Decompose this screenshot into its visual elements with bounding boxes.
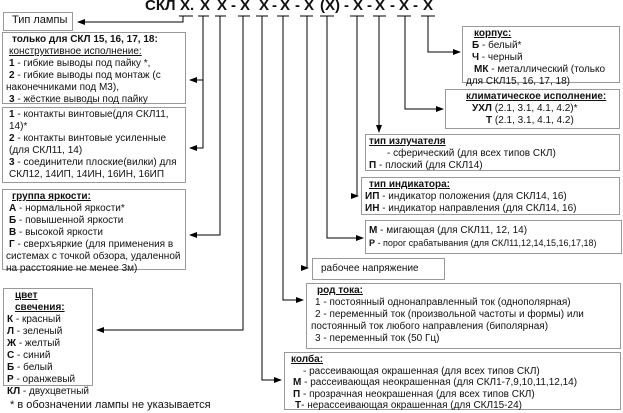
code-part: X: [217, 0, 228, 14]
code-part: X: [375, 0, 386, 14]
list-item: М - мигающая (для СКЛ11, 12, 14): [369, 225, 528, 236]
list-item: МК - металлический (только для СКЛ15, 16…: [466, 64, 606, 87]
list-item: 2 - переменный ток (произвольной частоты…: [311, 309, 584, 332]
list-item: 2 - гибкие выводы под монтаж (с наконечн…: [6, 70, 161, 93]
list-item: П - прозрачная неокрашенная (для всех ти…: [293, 388, 535, 400]
list-item: Г - сверхъяркие (для применения в систем…: [6, 239, 181, 274]
list-item: УХЛ (2.1, 3.1, 4.1, 4.2)*: [472, 103, 578, 114]
code-part: X.: [180, 0, 195, 14]
code-part: (X): [320, 0, 340, 14]
list-item: С - синий: [7, 350, 51, 361]
list-item: Т- нерассеивающая окрашенная (для СКЛ15-…: [295, 400, 522, 411]
lamp-type-box: Тип лампы: [3, 12, 73, 31]
code-part: -: [413, 0, 418, 14]
list-item: В - высокой яркости: [9, 227, 103, 238]
construction-heading: конструктивное исполнение:: [9, 46, 142, 57]
list-item: 3 - жёсткие выводы под пайку: [9, 94, 148, 105]
indicator-box: тип индикатора: ИП - индикатор положения…: [361, 177, 620, 215]
code-part: -: [295, 0, 300, 14]
list-item: 3 - переменный ток (50 Гц): [315, 333, 440, 344]
current-heading: род тока:: [317, 285, 363, 296]
code-part: X: [200, 0, 211, 14]
code-prefix: СКЛ: [145, 0, 176, 14]
construction-box: только для СКЛ 15, 16, 17, 18: конструкт…: [2, 32, 186, 105]
list-item: Л - зеленый: [7, 326, 63, 337]
mode-box: М - мигающая (для СКЛ11, 12, 14) Р - пор…: [365, 220, 622, 254]
bulb-box: колба: - рассеивающая окрашенная (для вс…: [284, 352, 621, 411]
current-box: род тока: 1 - постоянный однонаправленны…: [306, 283, 621, 349]
list-item: К - красный: [7, 314, 61, 325]
code-part: -: [231, 0, 236, 14]
emitter-box: тип излучателя - сферический (для всех т…: [365, 134, 620, 171]
code-part: X: [423, 0, 434, 14]
housing-heading: корпус:: [474, 28, 512, 39]
list-item: Ч - черный: [472, 52, 523, 63]
color-box: цвет свечения: К - красный Л - зеленый Ж…: [3, 288, 93, 397]
list-item: - сферический (для всех типов СКЛ): [387, 148, 556, 159]
climate-box: климатическое исполнение: УХЛ (2.1, 3.1,…: [445, 89, 620, 129]
color-heading: цвет свечения:: [15, 290, 65, 313]
list-item: 1 - гибкие выводы под пайку *,: [9, 58, 151, 69]
code-part: -: [390, 0, 395, 14]
list-item: 2 - контакты винтовые усиленные (для СКЛ…: [9, 133, 167, 156]
emitter-heading: тип излучателя: [369, 136, 446, 147]
brightness-heading: группа яркости:: [12, 191, 91, 202]
list-item: Б - повышенной яркости: [9, 215, 124, 226]
list-item: Р - оранжевый: [7, 374, 76, 385]
contacts-box: 1 - контакты винтовые(для СКЛ11, 14)* 2 …: [2, 107, 186, 183]
list-item: 1 - постоянный однонаправленный ток (одн…: [315, 297, 571, 308]
code-part: X: [399, 0, 410, 14]
list-item: Ж - желтый: [7, 338, 61, 349]
construction-title: только для СКЛ 15, 16, 17, 18:: [12, 34, 158, 45]
code-part: X: [353, 0, 364, 14]
bulb-heading: колба:: [291, 354, 324, 365]
list-item: КЛ - двухцветный: [7, 386, 89, 397]
list-item: ИП - индикатор положения (для СКЛ14, 16): [365, 191, 567, 202]
indicator-heading: тип индикатора:: [369, 179, 450, 190]
list-item: Т (2.1, 3.1, 4.1, 4.2): [486, 115, 574, 126]
footnote: * в обозначении лампы не указывается: [10, 399, 211, 411]
code-part: X: [304, 0, 315, 14]
list-item: - рассеивающая окрашенная (для всех типо…: [303, 365, 540, 377]
list-item: А - нормальной яркости*: [9, 203, 125, 214]
code-part: X: [259, 0, 270, 14]
list-item: Б - белый: [7, 362, 53, 373]
list-item: 1 - контакты винтовые(для СКЛ11, 14)*: [9, 109, 169, 132]
housing-box: корпус: Б - белый* Ч - черный МК - метал…: [462, 26, 620, 87]
code-part: X: [280, 0, 291, 14]
voltage-box: рабочее напряжение: [312, 258, 445, 280]
list-item: Р - порог срабатывания (для СКЛ11,12,14,…: [369, 238, 597, 248]
code-part: -: [272, 0, 277, 14]
list-item: Б - белый*: [472, 40, 522, 51]
code-part: X: [240, 0, 251, 14]
brightness-box: группа яркости: А - нормальной яркости* …: [2, 189, 186, 274]
code-part: -: [344, 0, 349, 14]
list-item: 3 - соединители плоские(вилки) для СКЛ12…: [9, 157, 177, 180]
code-part: -: [367, 0, 372, 14]
climate-heading: климатическое исполнение:: [466, 91, 607, 102]
list-item: М - рассеивающая неокрашенная (для СКЛ1-…: [293, 377, 578, 388]
list-item: П - плоский (для СКЛ14): [369, 160, 483, 171]
list-item: ИН - индикатор направления (для СКЛ14, 1…: [365, 203, 577, 214]
